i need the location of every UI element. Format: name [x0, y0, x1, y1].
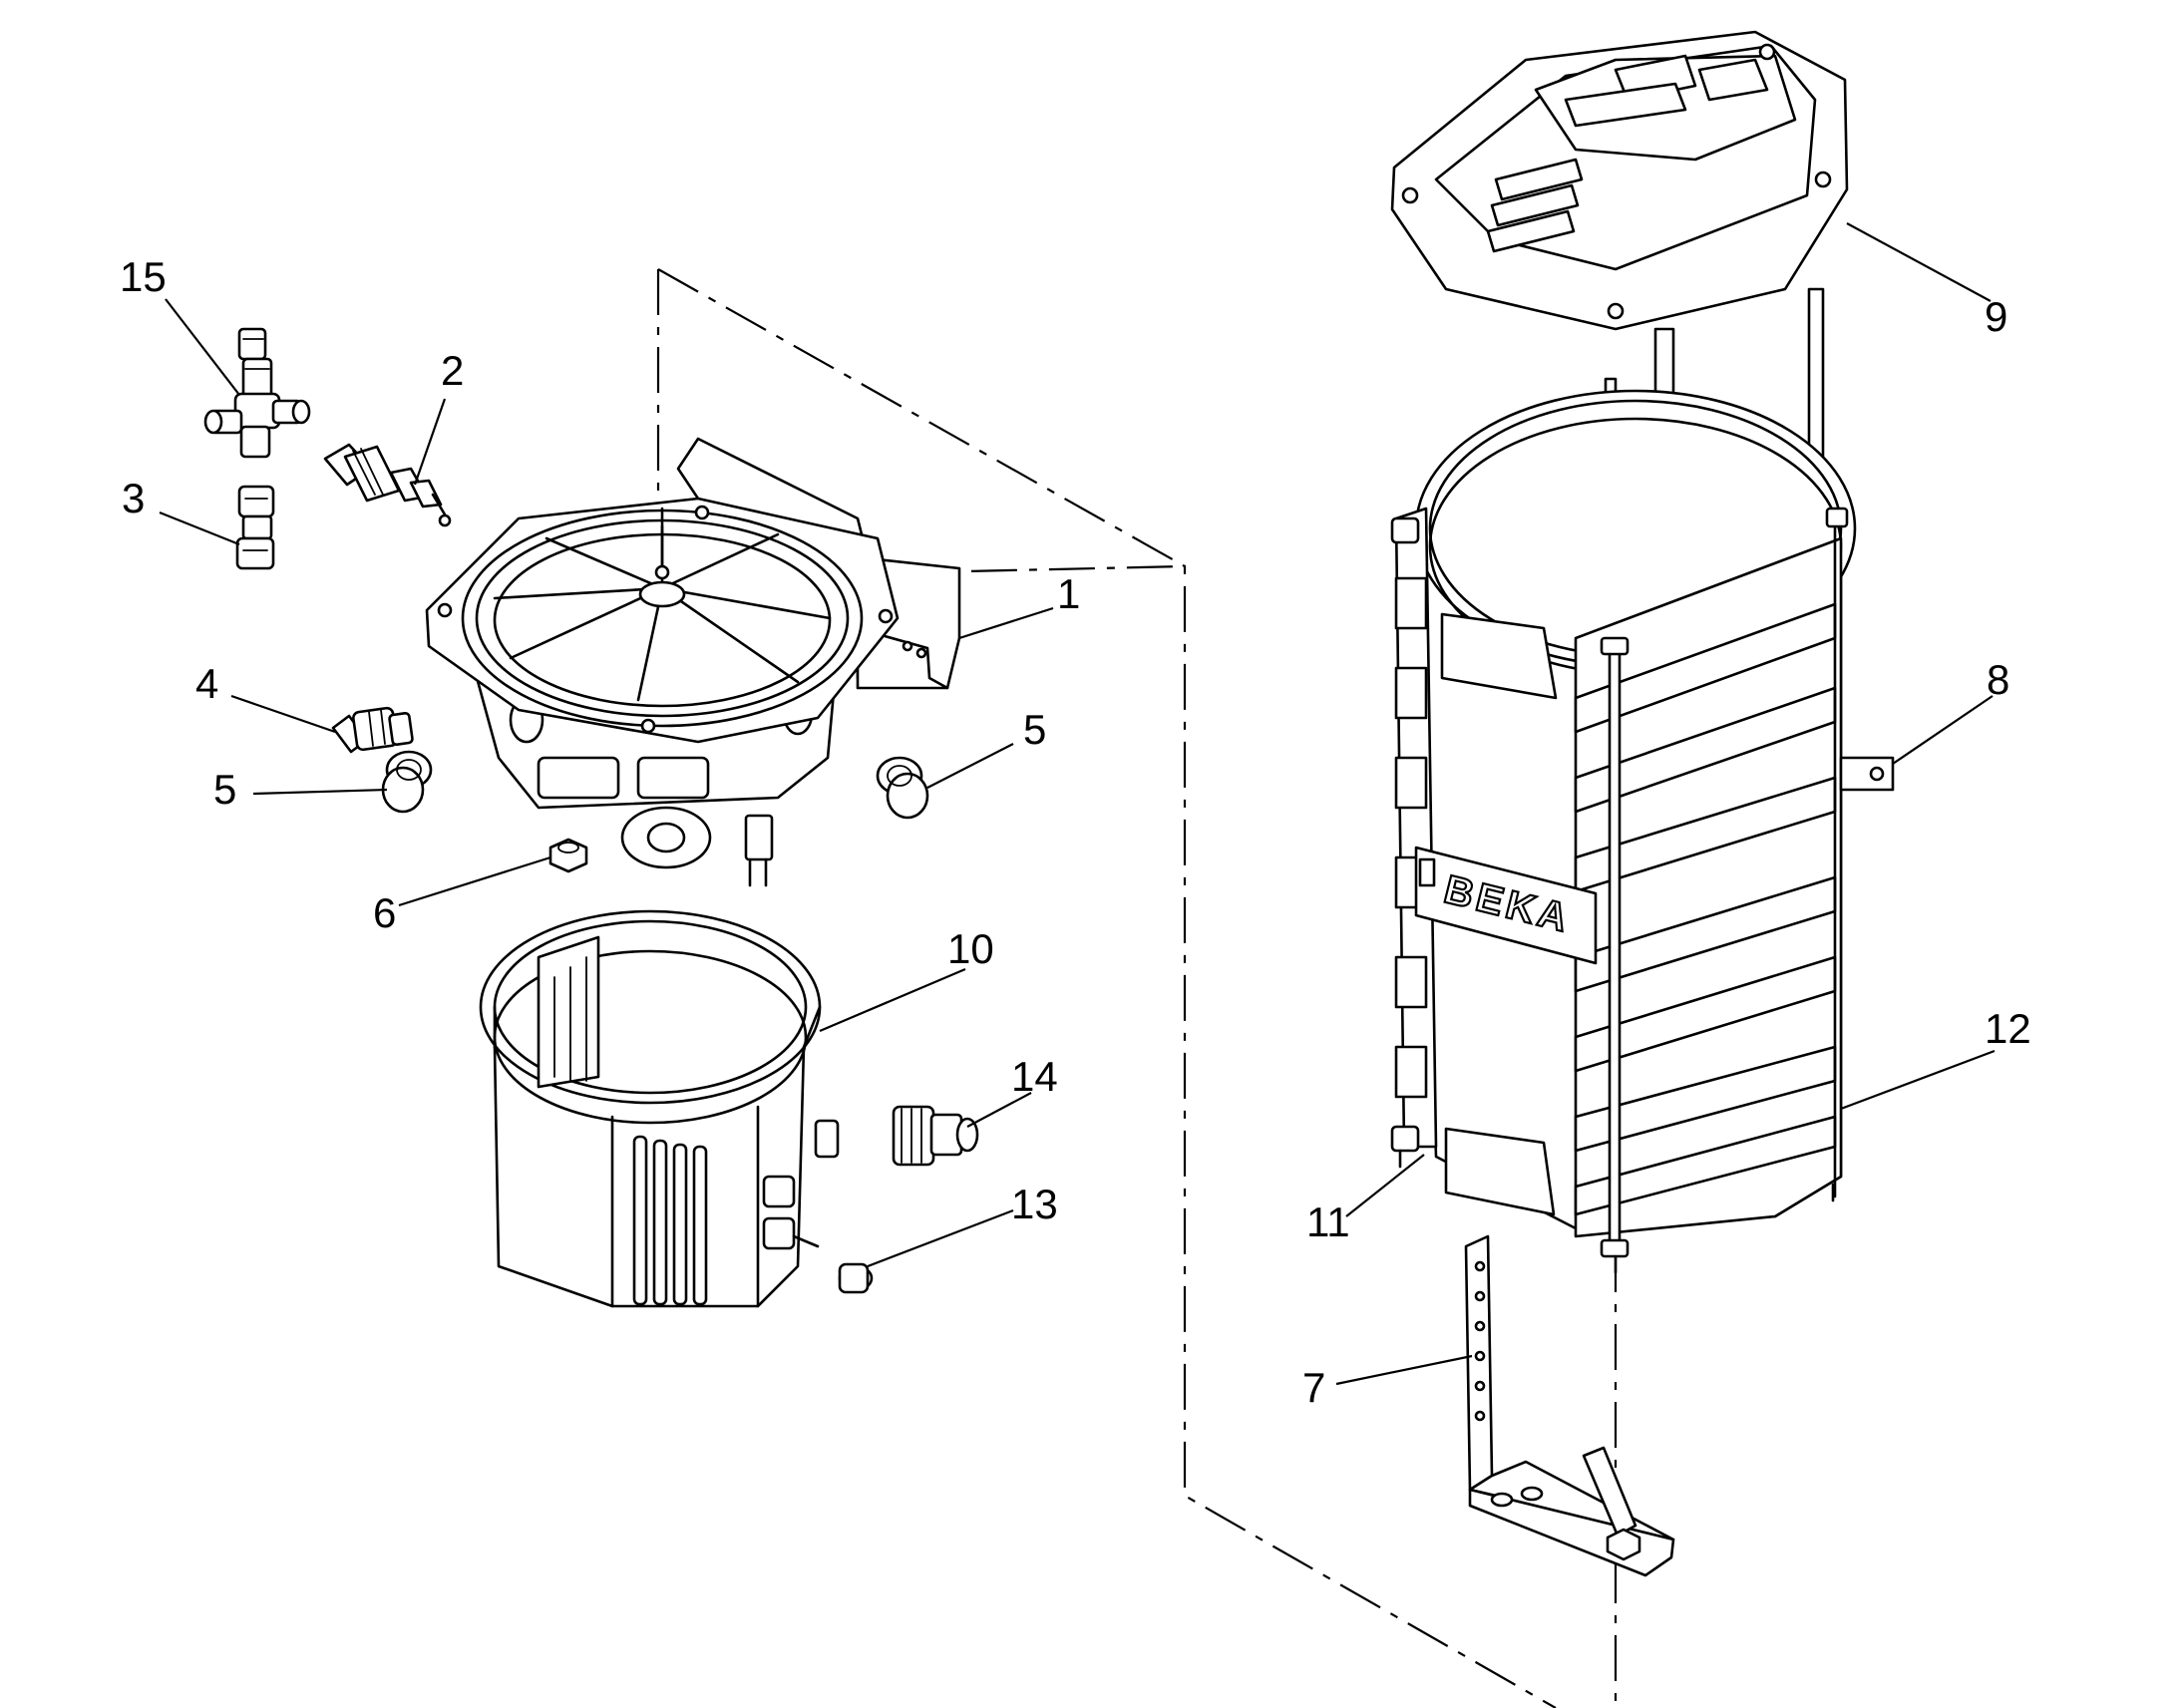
cap-part	[838, 1262, 874, 1294]
reservoir-cylinder-part: BEKA	[1390, 389, 1895, 1274]
callout-15: 15	[120, 253, 167, 300]
straight-connector-part	[235, 485, 275, 570]
nut-part	[548, 838, 588, 873]
callout-9: 9	[1985, 293, 2007, 340]
callout-numbers: 15 2 3 1 4 5 5 6 10 14 13 9 8 12 11 7	[120, 253, 2031, 1411]
callout-1: 1	[1057, 570, 1080, 617]
reservoir-base-part	[479, 909, 840, 1308]
relief-valve-part	[323, 443, 452, 527]
plug-part-right	[876, 756, 929, 820]
leader-lines	[159, 222, 1996, 1386]
callout-6: 6	[373, 889, 396, 936]
callout-3: 3	[122, 475, 145, 521]
callout-11: 11	[1306, 1198, 1350, 1245]
callout-10: 10	[947, 925, 994, 972]
reservoir-lid-part	[1390, 30, 1849, 331]
callout-2: 2	[441, 347, 464, 394]
callout-7: 7	[1302, 1364, 1325, 1411]
callout-5-left: 5	[213, 766, 236, 813]
callout-4: 4	[195, 660, 218, 707]
tee-fitting-part	[203, 327, 311, 459]
fill-connector-part	[892, 1105, 979, 1167]
callout-5-right: 5	[1023, 706, 1046, 753]
mounting-bracket-part	[1464, 1234, 1675, 1577]
assembly-axis-lines	[656, 268, 1618, 1708]
callout-13: 13	[1011, 1181, 1058, 1227]
callout-8: 8	[1987, 656, 2009, 703]
callout-14: 14	[1011, 1053, 1058, 1100]
callout-12: 12	[1985, 1005, 2031, 1052]
pump-body-part	[425, 437, 961, 887]
plug-part-left	[381, 750, 433, 814]
side-fitting-part	[331, 706, 414, 754]
